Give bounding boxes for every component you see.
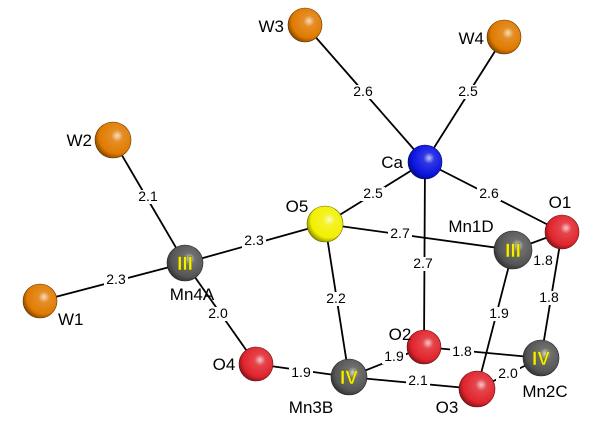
bond-length-label: 2.3 (244, 232, 264, 248)
water-sphere (486, 19, 522, 55)
atom-label-w1: W1 (58, 310, 84, 329)
bond-label-background (351, 85, 375, 99)
bond-length-label: 1.9 (489, 305, 509, 321)
atom-w4 (486, 19, 522, 55)
atom-o5 (306, 205, 344, 243)
oxidation-state-label: III (505, 241, 521, 262)
bond-length-label: 1.8 (533, 252, 553, 268)
bond-label-background (382, 350, 406, 364)
bond-length-label: 2.6 (479, 185, 499, 201)
bond-length-label: 2.0 (498, 365, 518, 381)
bond-ca-o2 (423, 161, 426, 348)
oxo_bridge-sphere (306, 205, 344, 243)
oxygen-sphere (544, 214, 580, 250)
bond-length-label: 2.5 (363, 185, 383, 201)
oxygen-sphere (238, 346, 274, 382)
water-sphere (287, 7, 323, 43)
atom-label-mn1d: Mn1D (448, 217, 493, 236)
bond-label-background (496, 367, 520, 381)
atom-w3 (287, 7, 323, 43)
atom-label-ca: Ca (381, 153, 403, 172)
atom-label-w2: W2 (67, 131, 93, 150)
atom-o1 (544, 214, 580, 250)
atom-label-w4: W4 (459, 29, 485, 48)
bond-o2-mn2c (423, 346, 542, 359)
bond-label-background (388, 227, 412, 241)
oxygen-sphere (406, 329, 442, 365)
oxidation-state-label: IV (532, 349, 550, 370)
atom-o3 (458, 370, 496, 408)
bond-length-label: 2.5 (458, 83, 478, 99)
atom-label-mn3b: Mn3B (289, 398, 333, 417)
bond-w4-ca (424, 36, 505, 163)
atom-w1 (22, 283, 58, 319)
atoms-layer: III III IV IV (22, 7, 580, 408)
atom-mn4a: III (166, 244, 204, 282)
atom-mn2c: IV (522, 339, 560, 377)
bond-length-labels: 2.6 2.5 2.5 2.6 2.7 2.1 2.3 2.3 2.0 2.7 2.2 1.8 1.8 1… (104, 83, 561, 388)
atom-label-o4: O4 (213, 355, 236, 374)
atom-label-mn4a: Mn4A (170, 285, 215, 304)
atom-w2 (94, 121, 132, 159)
bond-length-label: 2.2 (326, 290, 346, 306)
bond-length-label: 2.1 (138, 188, 158, 204)
atom-ca (407, 144, 443, 180)
bond-label-background (242, 234, 266, 248)
bond-length-label: 2.0 (208, 305, 228, 321)
bond-length-label: 1.9 (384, 348, 404, 364)
bond-label-background (289, 366, 313, 380)
atom-label-o2: O2 (389, 325, 412, 344)
bond-length-label: 2.7 (413, 255, 433, 271)
calcium-sphere (407, 144, 443, 180)
atom-label-o5: O5 (286, 197, 309, 216)
bond-length-label: 2.1 (408, 372, 428, 388)
atom-label-w3: W3 (259, 17, 285, 36)
bond-label-background (104, 273, 128, 287)
bond-label-background (411, 257, 435, 271)
oxidation-state-label: IV (340, 368, 358, 389)
water-sphere (94, 121, 132, 159)
bond-label-background (487, 307, 511, 321)
atom-o2 (406, 329, 442, 365)
bond-length-label: 2.3 (106, 271, 126, 287)
manganese-sphere (522, 339, 560, 377)
manganese-sphere (330, 358, 368, 396)
atom-o4 (238, 346, 274, 382)
bond-label-background (136, 190, 160, 204)
bond-length-label: 1.9 (291, 364, 311, 380)
bond-length-label: 1.8 (539, 289, 559, 305)
manganese-sphere (493, 230, 533, 270)
bond-label-background (450, 345, 474, 359)
atom-label-o1: O1 (549, 193, 572, 212)
atom-label-mn2c: Mn2C (522, 382, 567, 401)
bond-o5-mn1d (324, 223, 514, 251)
atom-label-o3: O3 (436, 398, 459, 417)
atom-mn1d: III (493, 230, 533, 270)
atom-mn3b: IV (330, 358, 368, 396)
oxygen-sphere (458, 370, 496, 408)
water-sphere (22, 283, 58, 319)
bond-label-background (537, 291, 561, 305)
manganese-sphere (166, 244, 204, 282)
bond-length-label: 2.6 (353, 83, 373, 99)
bond-label-background (361, 187, 385, 201)
oxidation-state-label: III (177, 254, 193, 275)
bond-label-background (324, 292, 348, 306)
bond-label-background (206, 307, 230, 321)
bond-label-background (477, 187, 501, 201)
bond-label-background (406, 374, 430, 388)
bond-label-background (531, 254, 555, 268)
bond-length-label: 1.8 (452, 343, 472, 359)
bond-label-background (456, 85, 480, 99)
bond-length-label: 2.7 (390, 225, 410, 241)
